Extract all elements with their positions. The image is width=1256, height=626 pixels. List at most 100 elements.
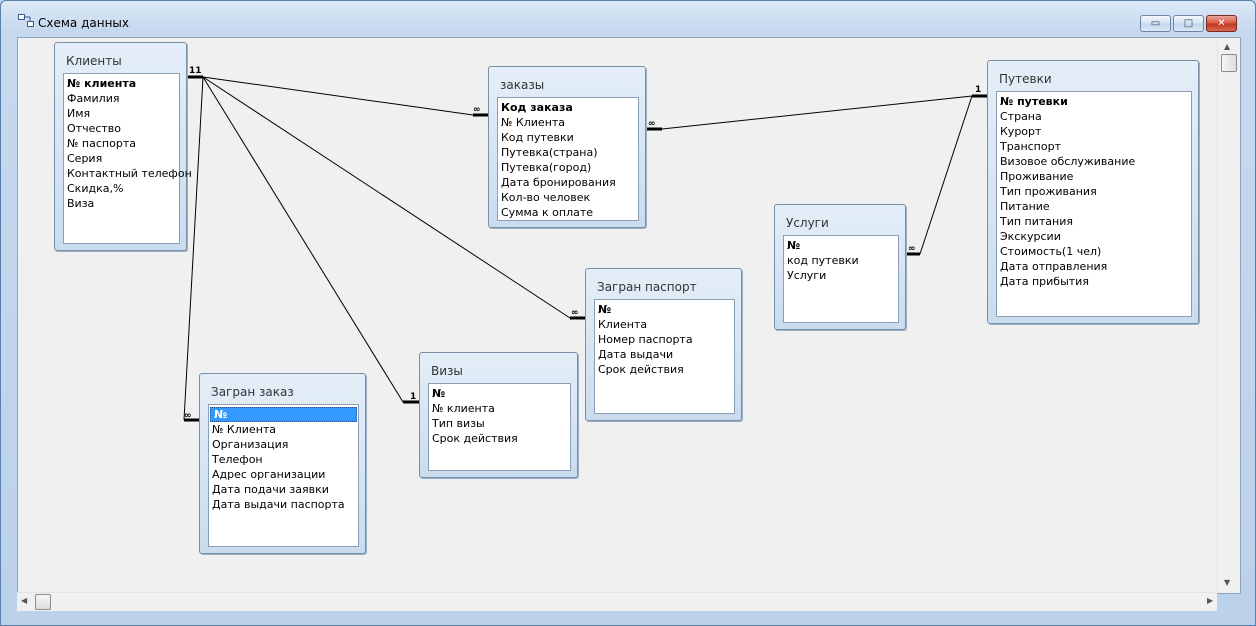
field-item[interactable]: Транспорт (1000, 140, 1061, 153)
relation-services-tours (919, 95, 973, 255)
table-title[interactable]: Загран паспорт (597, 280, 697, 294)
table-title[interactable]: заказы (500, 78, 545, 92)
field-item[interactable]: Код путевки (501, 131, 574, 144)
window-title: Схема данных (38, 16, 130, 30)
field-item[interactable]: Курорт (1000, 125, 1042, 138)
field-item[interactable]: Срок действия (598, 363, 684, 376)
title-bar[interactable]: Схема данных ▭ □ ✕ (1, 1, 1255, 35)
close-icon: ✕ (1217, 18, 1226, 29)
field-list[interactable]: № № Клиента Организация Телефон Адрес ор… (208, 404, 359, 547)
field-item[interactable]: Визовое обслуживание (1000, 155, 1136, 168)
field-item[interactable]: Серия (67, 152, 103, 165)
table-orders[interactable]: заказы Код заказа № Клиента Код путевки … (488, 66, 646, 228)
relation-clients-passport (202, 76, 571, 319)
maximize-button[interactable]: □ (1173, 15, 1204, 32)
field-item[interactable]: Кол-во человек (501, 191, 591, 204)
field-item[interactable]: Дата подачи заявки (212, 483, 329, 496)
maximize-icon: □ (1183, 18, 1194, 29)
field-list[interactable]: Код заказа № Клиента Код путевки Путевка… (497, 97, 639, 221)
relationships-icon (18, 14, 34, 27)
field-item[interactable]: Организация (212, 438, 289, 451)
field-item[interactable]: Страна (1000, 110, 1042, 123)
field-item[interactable]: № паспорта (67, 137, 136, 150)
field-item[interactable]: Фамилия (67, 92, 120, 105)
table-clients[interactable]: Клиенты № клиента Фамилия Имя Отчество №… (54, 42, 192, 251)
field-item[interactable]: Тип визы (432, 417, 485, 430)
field-item[interactable]: № клиента (432, 402, 495, 415)
field-item[interactable]: Путевка(страна) (501, 146, 598, 159)
table-title[interactable]: Услуги (786, 216, 829, 230)
table-title[interactable]: Путевки (999, 72, 1052, 86)
relation-many-label: ∞ (571, 308, 579, 318)
relation-many-label: ∞ (648, 119, 656, 129)
field-item[interactable]: Экскурсии (1000, 230, 1061, 243)
field-item[interactable]: № Клиента (501, 116, 566, 129)
table-visas[interactable]: Визы № № клиента Тип визы Срок действия (419, 352, 578, 478)
field-item[interactable]: Клиента (598, 318, 648, 331)
relation-one-label: 11 (189, 66, 202, 76)
field-item[interactable]: Дата прибытия (1000, 275, 1089, 288)
field-item[interactable]: № (598, 303, 612, 316)
scroll-right-icon[interactable]: ▶ (1207, 596, 1214, 605)
horizontal-scrollbar[interactable]: ◀ ▶ (17, 592, 1217, 611)
relation-many-label: ∞ (908, 244, 916, 254)
scroll-up-icon[interactable]: ▲ (1224, 42, 1231, 51)
scroll-down-icon[interactable]: ▼ (1224, 578, 1231, 587)
close-button[interactable]: ✕ (1206, 15, 1237, 32)
field-list[interactable]: № Клиента Номер паспорта Дата выдачи Сро… (594, 299, 735, 414)
relation-clients-visas (202, 76, 404, 403)
table-title[interactable]: Визы (431, 364, 463, 378)
field-item[interactable]: Дата бронирования (501, 176, 616, 189)
field-item[interactable]: Путевка(город) (501, 161, 592, 174)
field-item[interactable]: Виза (67, 197, 95, 210)
field-item[interactable]: Дата отправления (1000, 260, 1108, 273)
minimize-icon: ▭ (1150, 18, 1161, 29)
field-item[interactable]: Проживание (1000, 170, 1074, 183)
field-item-selected[interactable]: № (210, 407, 357, 422)
field-item[interactable]: Стоимость(1 чел) (1000, 245, 1102, 258)
vertical-scroll-thumb[interactable] (1221, 54, 1237, 72)
table-services[interactable]: Услуги № код путевки Услуги (774, 204, 906, 330)
relation-one-label: 1 (975, 85, 981, 95)
relation-clients-orders (202, 76, 474, 116)
field-item[interactable]: Питание (1000, 200, 1050, 213)
field-list[interactable]: № путевки Страна Курорт Транспорт Визово… (996, 91, 1192, 317)
field-item[interactable]: Тип питания (1000, 215, 1074, 228)
field-item[interactable]: Код заказа (501, 101, 573, 114)
field-item[interactable]: код путевки (787, 254, 859, 267)
relation-many-label: ∞ (184, 411, 192, 421)
field-item[interactable]: Телефон (212, 453, 263, 466)
table-foreign-passport-order[interactable]: Загран заказ № № Клиента Организация Тел… (199, 373, 366, 554)
field-list[interactable]: № клиента Фамилия Имя Отчество № паспорт… (63, 73, 192, 244)
field-item[interactable]: № клиента (67, 77, 137, 90)
field-item[interactable]: Имя (67, 107, 91, 120)
field-item[interactable]: Сумма к оплате (501, 206, 594, 219)
field-item[interactable]: Тип проживания (1000, 185, 1097, 198)
field-item[interactable]: Отчество (67, 122, 122, 135)
scroll-left-icon[interactable]: ◀ (21, 596, 28, 605)
relation-many-label: ∞ (473, 105, 481, 115)
field-item[interactable]: Услуги (787, 269, 827, 282)
relation-one-label: 1 (410, 392, 416, 402)
field-item[interactable]: № (787, 239, 801, 252)
field-list[interactable]: № код путевки Услуги (783, 235, 899, 323)
minimize-button[interactable]: ▭ (1140, 15, 1171, 32)
field-item[interactable]: № путевки (1000, 95, 1068, 108)
field-item[interactable]: № (432, 387, 446, 400)
table-foreign-passport[interactable]: Загран паспорт № Клиента Номер паспорта … (585, 268, 742, 421)
table-title[interactable]: Клиенты (66, 54, 122, 68)
table-tours[interactable]: Путевки № путевки Страна Курорт Транспор… (987, 60, 1199, 324)
field-item[interactable]: Адрес организации (212, 468, 326, 481)
field-item[interactable]: Скидка,% (67, 182, 124, 195)
field-item[interactable]: Дата выдачи (598, 348, 674, 361)
field-list[interactable]: № № клиента Тип визы Срок действия (428, 383, 571, 471)
field-item[interactable]: № Клиента (212, 423, 277, 436)
field-item[interactable]: Контактный телефон (67, 167, 192, 180)
vertical-scrollbar[interactable]: ▲ ▼ (1217, 38, 1240, 592)
horizontal-scroll-thumb[interactable] (35, 594, 51, 610)
field-item[interactable]: Дата выдачи паспорта (212, 498, 345, 511)
field-item[interactable]: Срок действия (432, 432, 518, 445)
field-item[interactable]: Номер паспорта (598, 333, 693, 346)
relation-clients-passport-order (183, 76, 204, 421)
table-title[interactable]: Загран заказ (211, 385, 294, 399)
